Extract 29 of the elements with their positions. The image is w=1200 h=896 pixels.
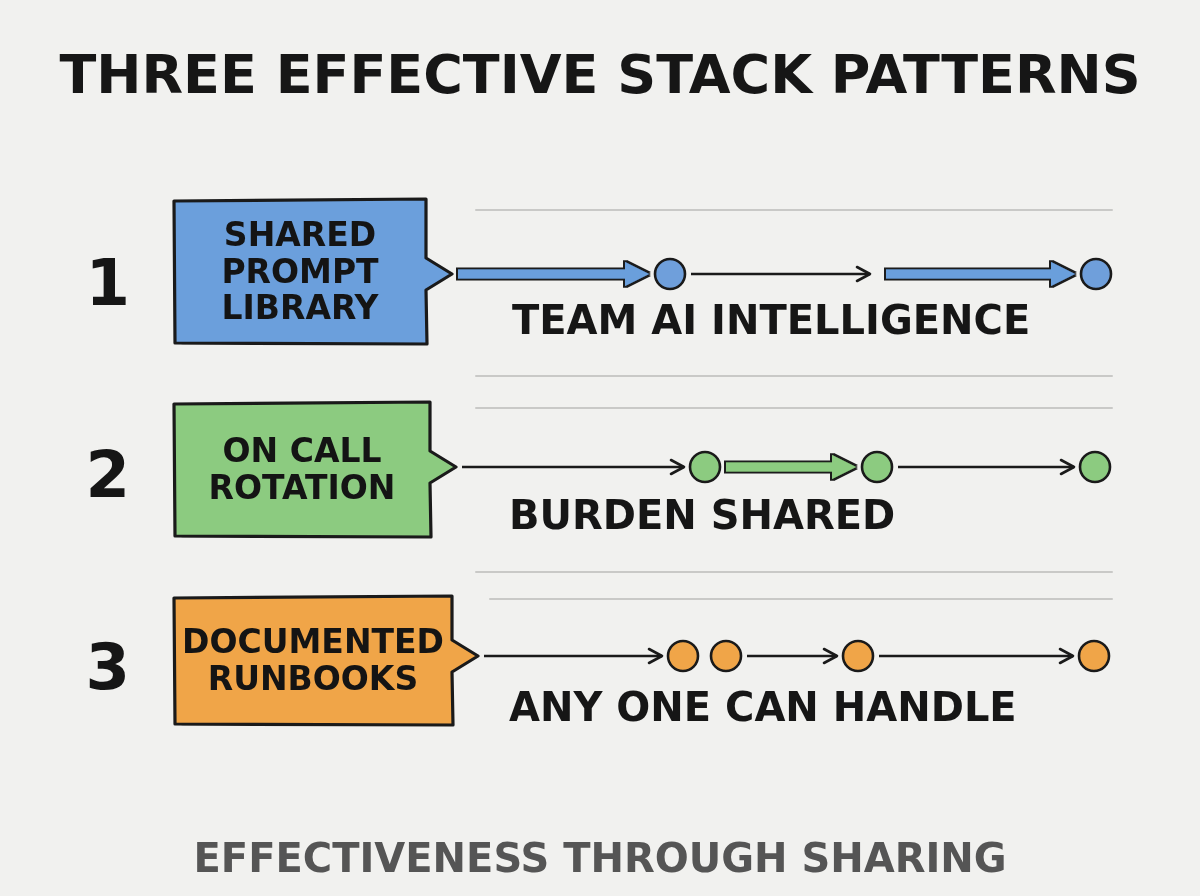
- step-number: 2: [85, 439, 131, 513]
- arrow: [691, 265, 872, 283]
- arrow: [484, 647, 664, 665]
- row-caption: ANY ONE CAN HANDLE: [509, 684, 1017, 730]
- circle-node: [1078, 450, 1112, 484]
- circle-node: [688, 450, 722, 484]
- arrow: [458, 262, 649, 286]
- step-number: 3: [85, 631, 131, 705]
- node-label: DOCUMENTED RUNBOOKS: [182, 624, 444, 698]
- arrow: [879, 647, 1075, 665]
- arrow: [462, 458, 686, 476]
- row-caption: TEAM AI INTELLIGENCE: [512, 297, 1031, 343]
- circle-node: [666, 639, 700, 673]
- arrow: [747, 647, 839, 665]
- circle-node: [1077, 639, 1111, 673]
- arrow: [726, 455, 856, 479]
- circle-node: [860, 450, 894, 484]
- node-label: ON CALL ROTATION: [208, 433, 396, 507]
- title: THREE EFFECTIVE STACK PATTERNS: [59, 44, 1141, 107]
- caption: EFFECTIVENESS THROUGH SHARING: [193, 835, 1007, 881]
- row-caption: BURDEN SHARED: [509, 492, 896, 538]
- circle-node: [1079, 257, 1113, 291]
- node-label: SHARED PROMPT LIBRARY: [221, 216, 379, 328]
- arrow: [886, 262, 1075, 286]
- circle-node: [653, 257, 687, 291]
- circle-node: [841, 639, 875, 673]
- step-number: 1: [85, 247, 131, 321]
- circle-node: [709, 639, 743, 673]
- arrow: [898, 458, 1076, 476]
